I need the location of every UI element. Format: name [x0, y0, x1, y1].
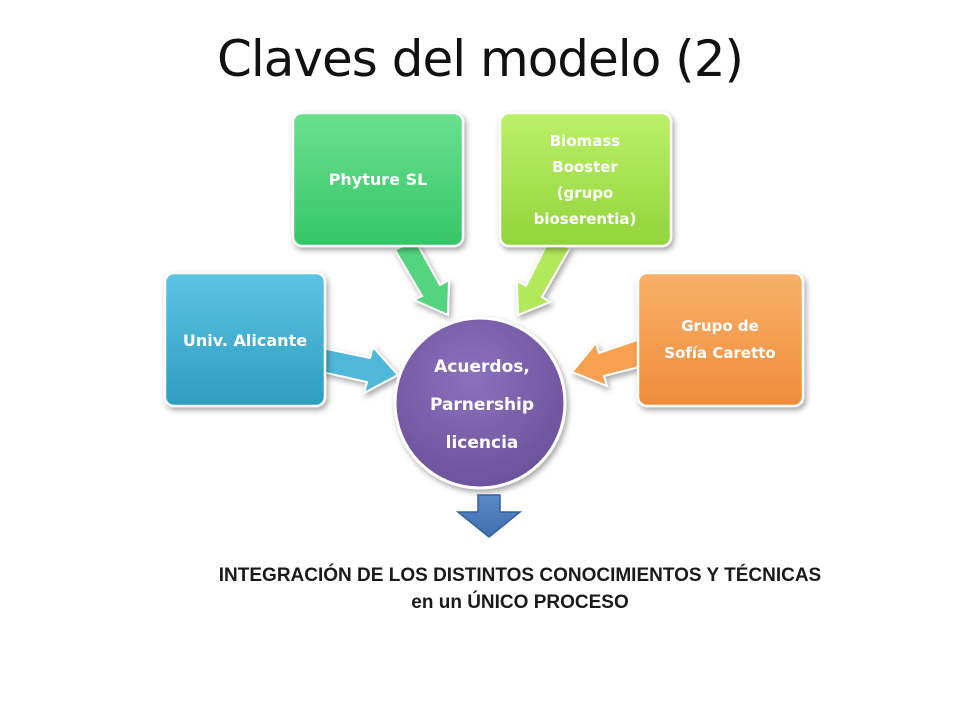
node-biomass-booster: Biomass Booster (grupo bioserentia): [498, 111, 673, 248]
conclusion-line-2: en un ÚNICO PROCESO: [411, 592, 629, 613]
node-label: (grupo: [557, 184, 614, 202]
node-label: Phyture SL: [329, 170, 428, 189]
conclusion-text: INTEGRACIÓN DE LOS DISTINTOS CONOCIMIENT…: [80, 562, 960, 616]
arrow-univ-alicante: [321, 344, 400, 395]
arrow-phyture: [393, 238, 451, 317]
node-grupo-sofia: Grupo de Sofía Caretto: [636, 271, 805, 408]
node-phyture: Phyture SL: [291, 111, 465, 248]
center-node: Acuerdos, Parnership licencia: [393, 316, 567, 490]
center-label: Acuerdos,: [434, 357, 530, 377]
node-label: Univ. Alicante: [183, 331, 307, 350]
node-label: Booster: [552, 158, 618, 176]
center-label: licencia: [446, 433, 519, 453]
center-label: Parnership: [430, 395, 534, 415]
node-label: Grupo de: [681, 317, 759, 335]
node-label: Sofía Caretto: [664, 344, 775, 362]
node-label: Biomass: [550, 132, 621, 150]
conclusion-line-1: INTEGRACIÓN DE LOS DISTINTOS CONOCIMIENT…: [218, 565, 822, 586]
slide-title: Claves del modelo (2): [216, 30, 744, 88]
arrow-biomass-booster: [515, 238, 572, 317]
node-univ-alicante: Univ. Alicante: [163, 271, 327, 408]
arrow-grupo-sofia: [570, 336, 644, 388]
down-arrow-icon: [455, 494, 523, 538]
node-label: bioserentia): [534, 210, 637, 228]
